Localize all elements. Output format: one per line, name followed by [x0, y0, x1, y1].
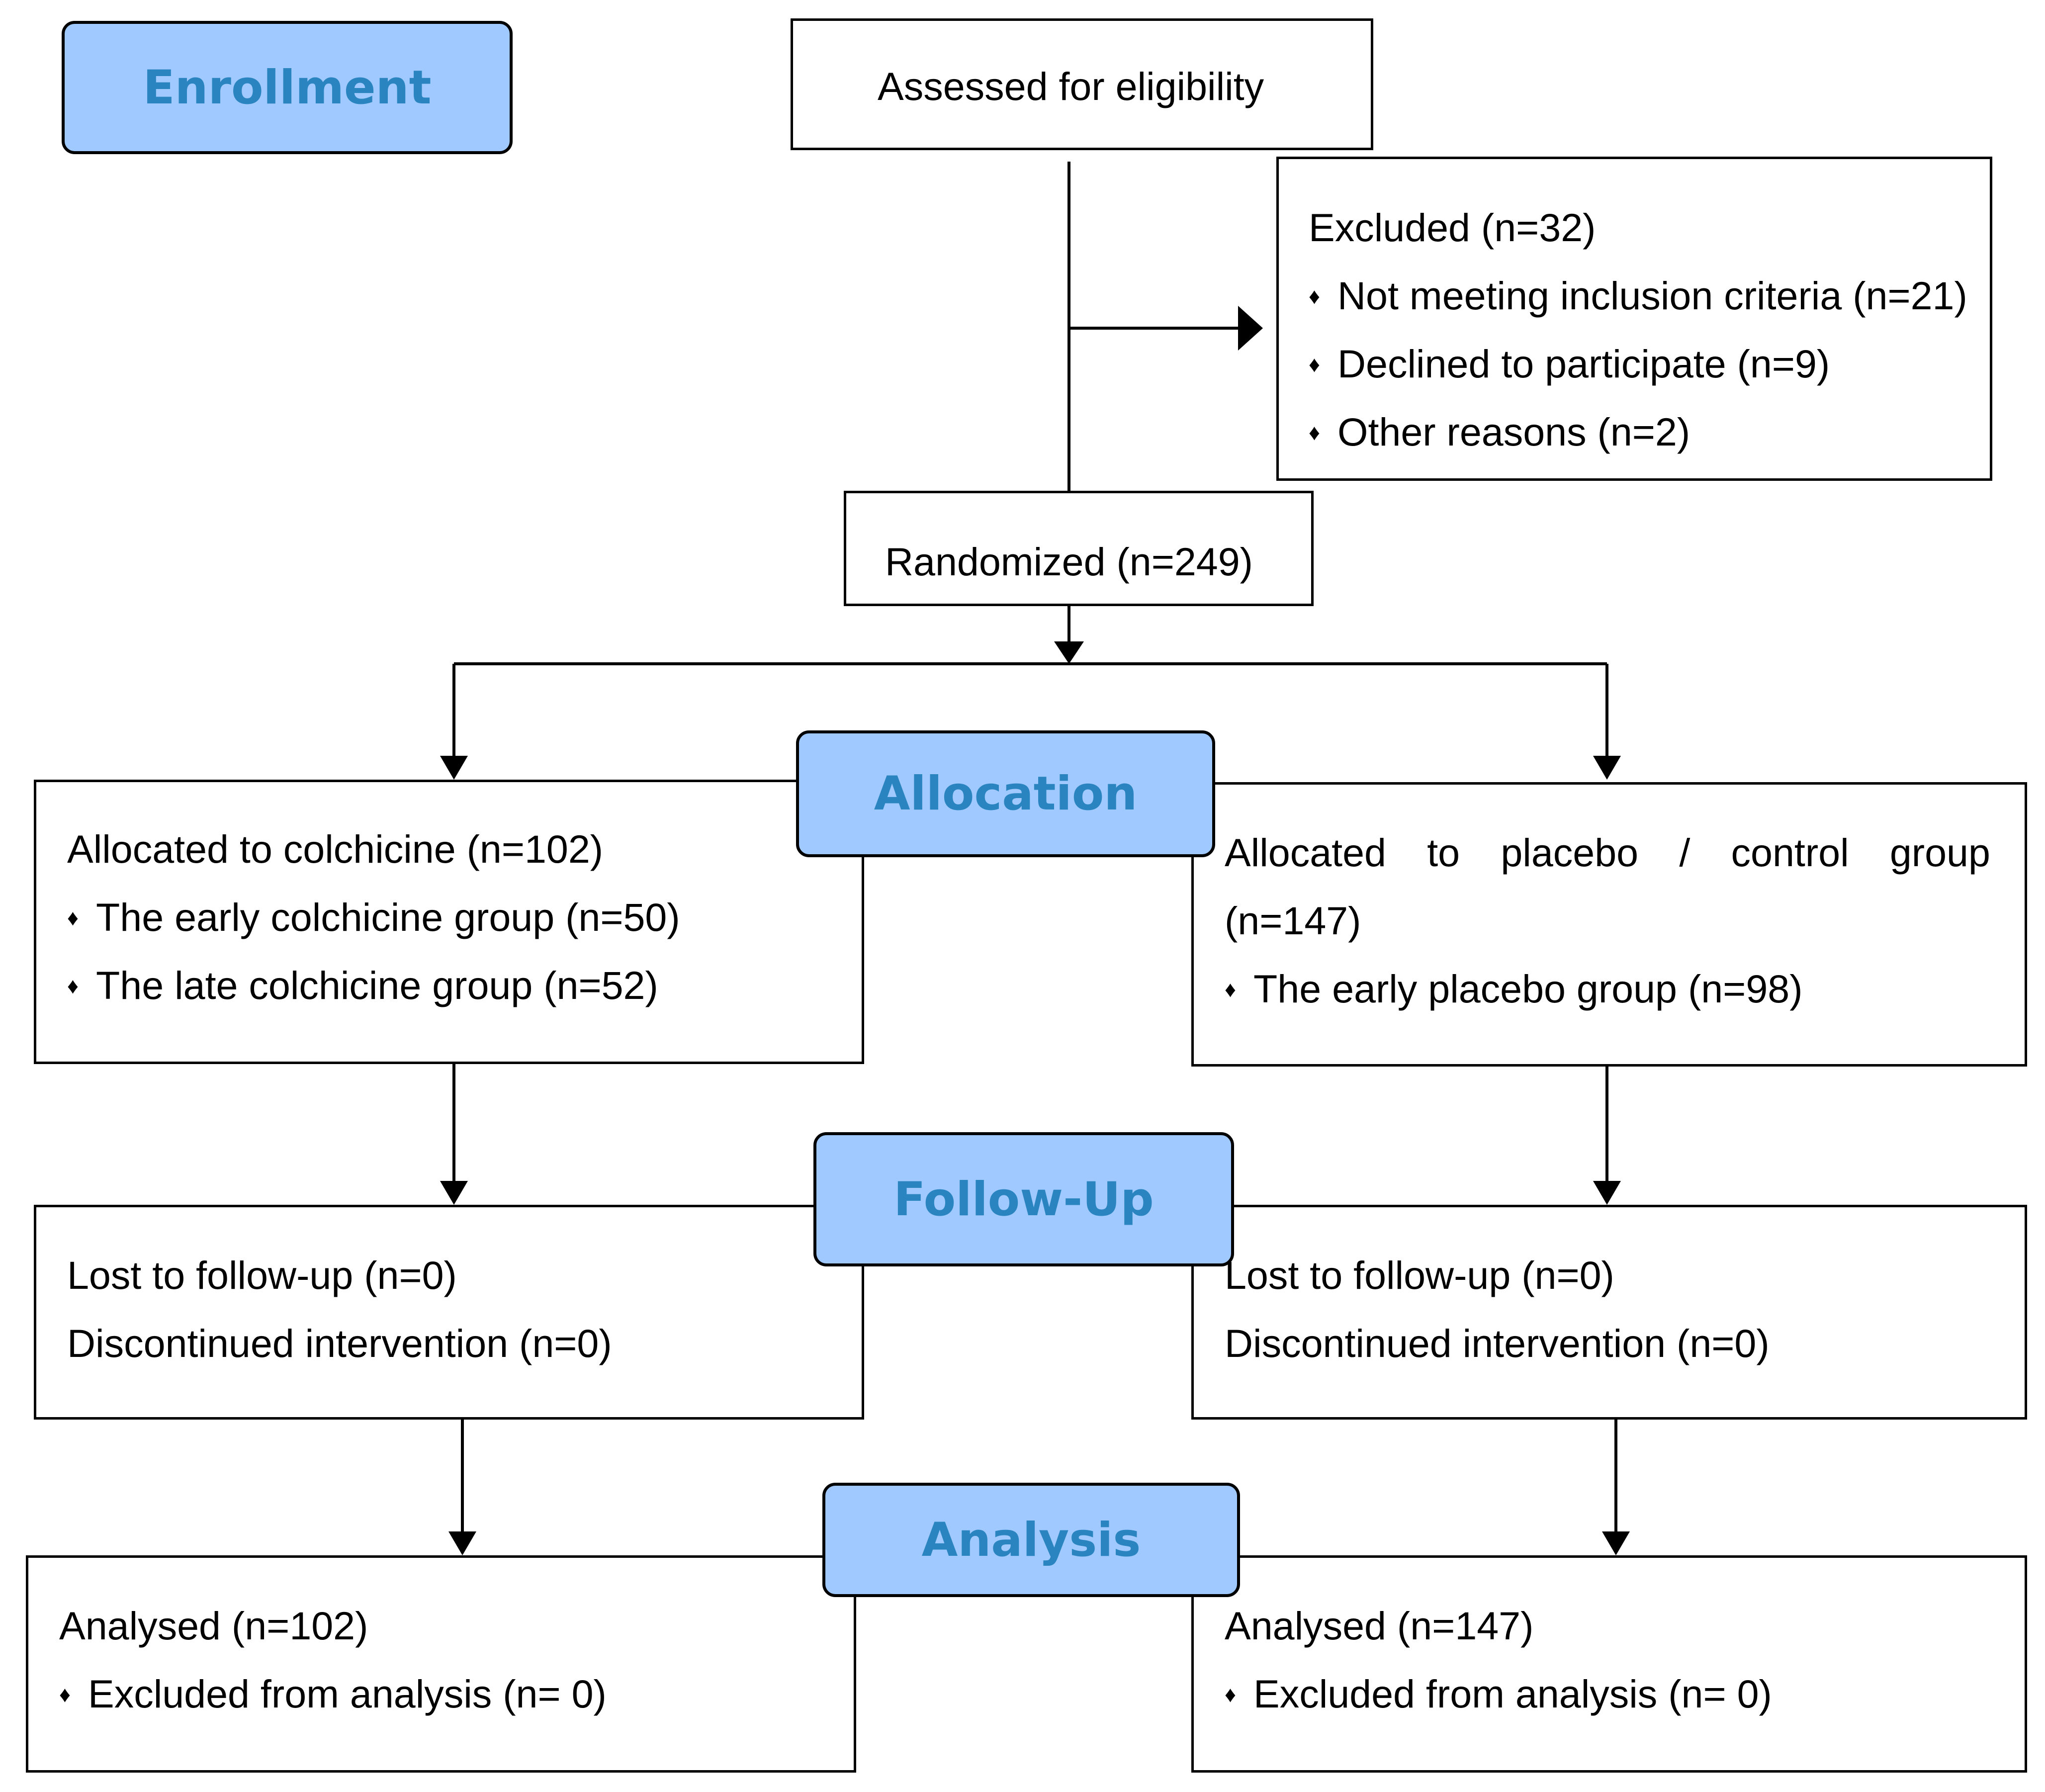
- follow-up-right-box: Lost to follow-up (n=0) Discontinued int…: [1191, 1205, 2027, 1420]
- analysis-left-title: Analysed (n=102): [59, 1604, 368, 1648]
- follow-up-right-line: Discontinued intervention (n=0): [1225, 1321, 1770, 1365]
- follow-up-right-line: Lost to follow-up (n=0): [1225, 1253, 1614, 1297]
- analysis-left-box: Analysed (n=102) ♦Excluded from analysis…: [26, 1555, 856, 1773]
- randomized-arrowhead: [1054, 641, 1084, 664]
- allocation-right-item: ♦The early placebo group (n=98): [1225, 967, 1803, 1011]
- bullet-icon: ♦: [1225, 1681, 1236, 1707]
- allocation-left-title: Allocated to colchicine (n=102): [67, 827, 604, 871]
- excluded-box: Excluded (n=32) ♦Not meeting inclusion c…: [1276, 157, 1992, 481]
- randomized-label: Randomized (n=249): [885, 539, 1253, 584]
- allocation-right-title: Allocated to placebo / control group: [1225, 830, 1990, 875]
- bullet-icon: ♦: [1309, 351, 1320, 377]
- stage-follow-up-label: Follow-Up: [893, 1172, 1154, 1227]
- stage-follow-up: Follow-Up: [813, 1132, 1234, 1266]
- allocation-left-item: ♦The early colchicine group (n=50): [67, 895, 680, 939]
- excluded-item: ♦Other reasons (n=2): [1309, 410, 1690, 454]
- stage-enrollment-label: Enrollment: [143, 60, 432, 115]
- bullet-icon: ♦: [67, 904, 79, 930]
- excluded-title: Excluded (n=32): [1309, 205, 1596, 250]
- analysis-right-box: Analysed (n=147) ♦Excluded from analysis…: [1191, 1555, 2027, 1773]
- bullet-icon: ♦: [59, 1681, 71, 1707]
- bullet-icon: ♦: [1309, 283, 1320, 309]
- assessed-label: Assessed for eligibility: [878, 64, 1264, 108]
- bullet-icon: ♦: [1225, 976, 1236, 1002]
- follow-up-left-line: Lost to follow-up (n=0): [67, 1253, 457, 1297]
- follow-up-left-box: Lost to follow-up (n=0) Discontinued int…: [34, 1205, 864, 1420]
- right-branch-arrowhead: [1593, 756, 1621, 780]
- excluded-item: ♦Not meeting inclusion criteria (n=21): [1309, 273, 1967, 318]
- bullet-icon: ♦: [1309, 419, 1320, 445]
- assessed-box: Assessed for eligibility: [791, 18, 1373, 150]
- allocation-right-title-cont: (n=147): [1225, 898, 1361, 943]
- stage-analysis-label: Analysis: [921, 1513, 1141, 1567]
- stage-allocation: Allocation: [796, 730, 1215, 857]
- excluded-item: ♦Declined to participate (n=9): [1309, 342, 1830, 386]
- left-branch-arrowhead: [440, 756, 468, 780]
- bullet-icon: ♦: [67, 973, 79, 998]
- follow-up-left-line: Discontinued intervention (n=0): [67, 1321, 612, 1365]
- allocation-left-item: ♦The late colchicine group (n=52): [67, 963, 658, 1007]
- excluded-arrowhead: [1238, 306, 1263, 351]
- stage-enrollment: Enrollment: [62, 21, 513, 154]
- analysis-right-item: ♦Excluded from analysis (n= 0): [1225, 1672, 1772, 1716]
- allocation-left-box: Allocated to colchicine (n=102) ♦The ear…: [34, 780, 864, 1064]
- analysis-right-title: Analysed (n=147): [1225, 1604, 1534, 1648]
- analysis-left-item: ♦Excluded from analysis (n= 0): [59, 1672, 607, 1716]
- stage-allocation-label: Allocation: [874, 767, 1138, 821]
- stage-analysis: Analysis: [822, 1483, 1240, 1597]
- allocation-right-box: Allocated to placebo / control group (n=…: [1191, 782, 2027, 1067]
- randomized-box: Randomized (n=249): [844, 491, 1314, 606]
